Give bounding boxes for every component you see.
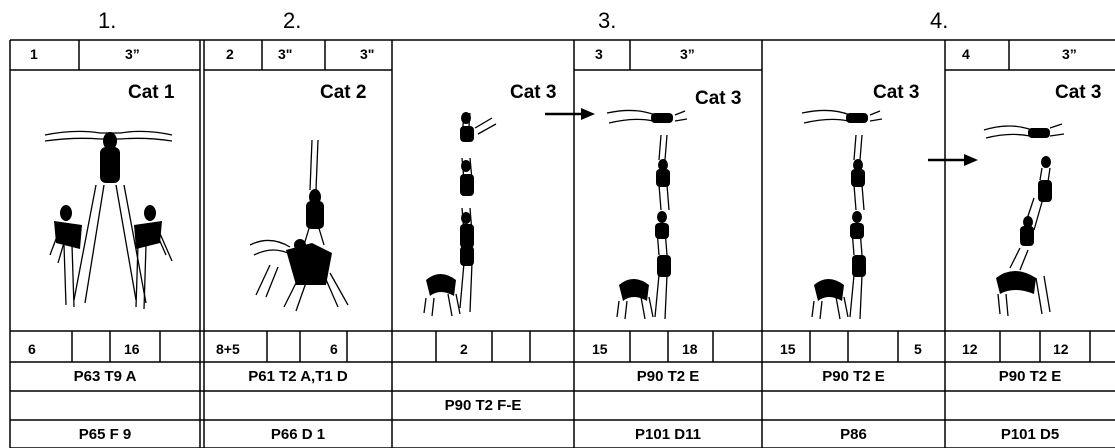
section-number-4: 4. [930, 8, 949, 33]
acrobatic-figure-2 [249, 139, 349, 312]
box4-category: Cat 3 [695, 88, 742, 109]
right-arrow-icon [545, 108, 595, 120]
box1-header-time: 3” [125, 46, 140, 62]
box4-ref-row1: P90 T2 E [636, 368, 700, 385]
box1-header-number: 1 [30, 46, 38, 62]
box2-header-time-a: 3" [278, 46, 293, 62]
box4-count-a: 15 [592, 341, 608, 357]
acrobatic-figure-3 [423, 112, 497, 317]
box5-count-b: 5 [914, 341, 922, 357]
box3-category: Cat 3 [510, 82, 557, 103]
box6-header-time: 3” [1062, 46, 1077, 62]
box4-header-time: 3” [680, 46, 695, 62]
box6-count-b: 12 [1053, 341, 1069, 357]
box4-header-number: 3 [595, 46, 603, 62]
box2-count-a: 8+5 [216, 341, 240, 357]
box3-ref-row2: P90 T2 F-E [444, 397, 522, 414]
box5-count-a: 15 [780, 341, 796, 357]
box1-ref-row1: P63 T9 A [73, 368, 137, 385]
box2-header-time-b: 3" [360, 46, 375, 62]
acrobatic-figure-6 [983, 123, 1065, 317]
box6-category: Cat 3 [1055, 82, 1102, 103]
box6-count-a: 12 [962, 341, 978, 357]
acrobatic-figure-4 [606, 109, 688, 320]
box5-ref-row1: P90 T2 E [822, 368, 885, 385]
box2-header-number: 2 [226, 46, 234, 62]
box4-count-b: 18 [682, 341, 698, 357]
box6-ref-row3: P101 D5 [1000, 426, 1060, 443]
box1-count-a: 6 [28, 341, 36, 357]
box4-ref-row3: P101 D11 [635, 426, 701, 443]
box1-ref-row3: P65 F 9 [78, 426, 132, 443]
section-number-2: 2. [283, 8, 302, 33]
box2-ref-row1: P61 T2 A,T1 D [248, 368, 348, 385]
box6-ref-row1: P90 T2 E [998, 368, 1062, 385]
section-number-3: 3. [598, 8, 617, 33]
box1-count-b: 16 [124, 341, 140, 357]
right-arrow-icon [928, 154, 978, 166]
acrobatic-figure-5 [801, 109, 883, 320]
box2-category: Cat 2 [320, 82, 367, 103]
box6-header-number: 4 [962, 46, 970, 62]
acrobatic-figure-1 [44, 130, 173, 310]
box5-ref-row3: P86 [840, 426, 867, 443]
box3-count-a: 2 [460, 341, 468, 357]
box2-ref-row3: P66 D 1 [270, 426, 326, 443]
box1-category: Cat 1 [128, 82, 175, 103]
box5-category: Cat 3 [873, 82, 920, 103]
section-number-1: 1. [98, 8, 117, 33]
box2-count-b: 6 [330, 341, 338, 357]
